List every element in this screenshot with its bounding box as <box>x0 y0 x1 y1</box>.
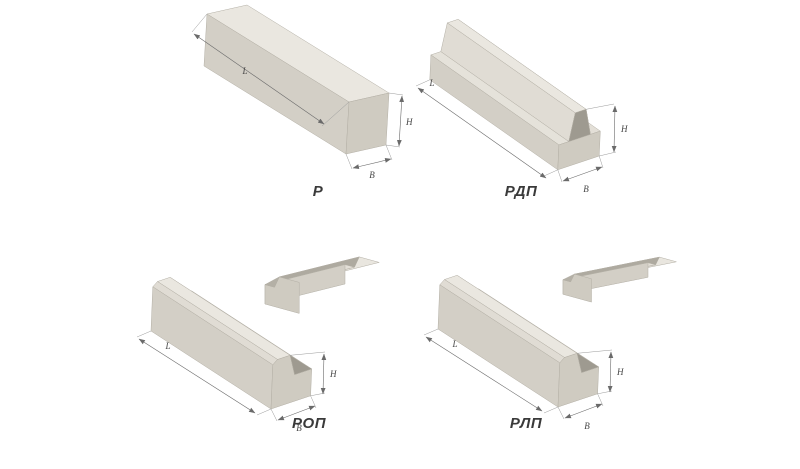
dim-label-height: H <box>405 117 413 127</box>
beam-rop-dimensions: L H В <box>136 330 337 433</box>
dim-line-width <box>562 166 603 182</box>
witness-line <box>597 393 604 407</box>
beam-r-drawing: L H В <box>191 4 413 180</box>
dim-line-length <box>193 33 325 125</box>
dim-line-length <box>417 87 547 179</box>
witness-line <box>415 79 430 87</box>
witness-line <box>557 169 563 183</box>
beam-rdp-body <box>429 19 601 171</box>
caption-beam-r: Р <box>312 183 324 200</box>
witness-line <box>310 395 317 409</box>
beam-end-face <box>270 355 312 410</box>
figure-beam-r: L H В <box>150 0 430 200</box>
witness-line <box>577 349 613 354</box>
dim-label-height: H <box>620 124 628 134</box>
beam-rdp-dimensions: L H В <box>415 78 628 194</box>
detail-end-notch-shadow <box>562 273 575 283</box>
beam-end-face <box>345 92 390 155</box>
dim-line-width <box>352 158 392 169</box>
witness-line <box>385 144 401 148</box>
dim-label-length: L <box>164 341 170 351</box>
detail-end-notch-shadow <box>264 276 280 288</box>
dim-label-length: L <box>241 66 247 76</box>
dim-line-width <box>564 403 603 419</box>
beam-rdp-drawing: L H В <box>415 19 628 194</box>
beam-rop-drawing: L H В <box>136 256 380 433</box>
caption-beam-rdp: РДП <box>504 183 538 200</box>
beam-rlp-detail-piece <box>562 256 677 303</box>
dim-label-width: В <box>369 170 375 180</box>
dim-line-height <box>611 105 618 153</box>
witness-line <box>598 155 604 169</box>
witness-line <box>388 92 404 96</box>
figure-beam-rlp: L H В <box>395 235 695 435</box>
witness-line <box>256 408 272 416</box>
caption-beam-rlp: РЛП <box>509 415 543 432</box>
witness-line <box>191 13 208 33</box>
caption-beam-rop: РОП <box>292 415 326 432</box>
witness-line <box>385 144 393 161</box>
dim-line-length <box>138 338 256 414</box>
witness-line <box>543 406 559 414</box>
dim-label-length: L <box>428 78 434 88</box>
beam-r-body <box>203 4 390 155</box>
dim-line-length <box>425 336 543 412</box>
beam-end-notch-shadow <box>576 353 599 373</box>
dim-label-height: H <box>329 369 337 379</box>
dim-label-length: L <box>451 339 457 349</box>
dim-line-width <box>277 405 316 421</box>
dim-label-width: В <box>583 184 589 194</box>
dim-line-height <box>320 353 327 395</box>
beam-end-notch-shadow <box>568 109 591 142</box>
witness-line <box>557 406 565 420</box>
dim-line-height <box>607 351 614 393</box>
witness-line <box>586 103 615 110</box>
figure-beam-rop: L H В <box>115 235 415 435</box>
beam-r-dimensions: L H В <box>191 13 413 180</box>
witness-line <box>290 351 326 356</box>
witness-line <box>543 169 558 177</box>
dim-label-width: В <box>584 421 590 431</box>
beam-rop-detail-piece <box>264 256 380 314</box>
beam-end-face <box>557 353 599 408</box>
beam-rlp-dimensions: L H В <box>423 328 624 431</box>
witness-line <box>423 328 439 336</box>
dim-line-height <box>396 95 405 147</box>
beam-rlp-drawing: L H В <box>423 256 677 431</box>
witness-line <box>345 153 353 170</box>
witness-line <box>321 101 350 127</box>
witness-line <box>599 151 617 157</box>
beam-end-notch-shadow <box>289 355 312 375</box>
dim-label-width: В <box>296 423 302 433</box>
dim-label-height: H <box>616 367 624 377</box>
figure-beam-rdp: L H В <box>400 0 660 210</box>
witness-line <box>136 330 152 338</box>
witness-line <box>270 408 278 422</box>
